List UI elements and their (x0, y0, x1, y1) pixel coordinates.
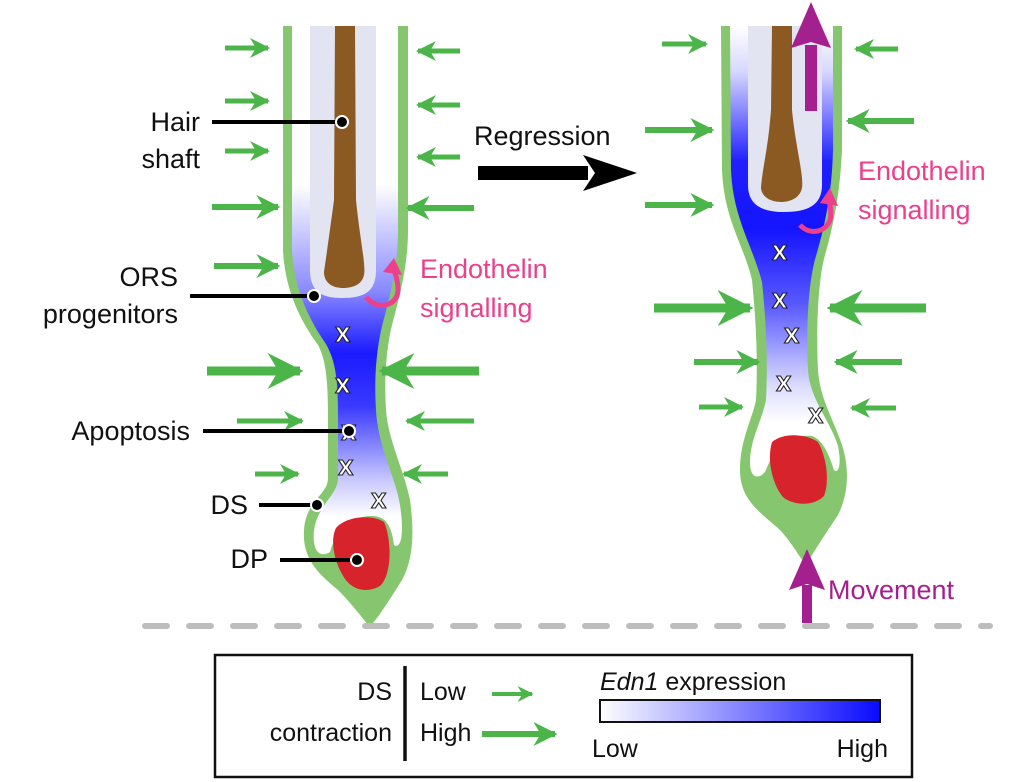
label-hair-shaft: Hair (150, 107, 200, 137)
movement-arrowhead-icon (789, 549, 825, 590)
label-endothelin-signalling-right: Endothelin (858, 156, 986, 186)
apoptosis-marker: X (371, 489, 387, 513)
legend-edn1-colorbar (599, 699, 881, 723)
legend: DS contraction Low High Edn1 expression … (213, 653, 914, 779)
label-apoptosis: Apoptosis (71, 416, 190, 446)
label-movement: Movement (828, 575, 955, 605)
legend-scale-low: Low (592, 735, 639, 763)
label-ors-progenitors: ORS (119, 262, 178, 292)
apoptosis-marker: X (338, 456, 354, 480)
label-ds: DS (210, 490, 248, 520)
legend-high-contraction: High (420, 719, 471, 747)
callout-dot-hair-shaft (335, 115, 349, 129)
follicle-movement-arrow (789, 549, 825, 623)
hair-shaft-left (324, 26, 365, 288)
label-dp: DP (230, 544, 268, 574)
label-endothelin-signalling: Endothelin (420, 254, 548, 284)
apoptosis-marker: X (776, 372, 792, 396)
legend-ds-contraction-label: contraction (270, 719, 392, 747)
callout-dot-ds (310, 498, 324, 512)
legend-edn1-title: Edn1 expression (600, 668, 786, 696)
follicle-regressed: X X X X X (721, 26, 847, 565)
hair-shaft-right (761, 26, 803, 202)
legend-gene-name: Edn1 (600, 668, 658, 696)
ds-contraction-arrows-right (645, 34, 926, 418)
movement-arrowhead-icon (791, 2, 831, 48)
follicle-anagen-catagen: X X X X X (283, 26, 413, 627)
apoptosis-marker: X (808, 404, 824, 428)
label-regression: Regression (474, 121, 611, 151)
callout-dot-ors (307, 289, 321, 303)
callouts-left (190, 115, 364, 567)
label-endothelin-signalling: signalling (420, 293, 533, 323)
ds-contraction-arrows-left (207, 38, 479, 484)
apoptosis-marker: X (772, 289, 788, 313)
dermal-papilla-right (769, 435, 827, 504)
endothelin-signalling-arrow-left (364, 258, 402, 308)
regression-arrow (478, 155, 637, 191)
label-endothelin-signalling-right: signalling (858, 195, 971, 225)
endothelin-signalling-arrow-right (798, 188, 838, 234)
dermal-papilla-left (333, 517, 390, 590)
regression-arrowhead-icon (583, 155, 637, 191)
legend-ds-contraction-label: DS (357, 678, 392, 706)
callout-dot-dp (350, 553, 364, 567)
label-hair-shaft: shaft (141, 144, 200, 174)
legend-low-contraction: Low (420, 678, 467, 706)
endothelin-arrowhead-icon (383, 258, 402, 275)
apoptosis-marker: X (335, 323, 351, 347)
callout-dot-apoptosis (342, 424, 356, 438)
hair-movement-arrow-top (791, 2, 831, 111)
apoptosis-marker: X (772, 241, 788, 265)
apoptosis-marker: X (335, 374, 351, 398)
endothelin-arrowhead-icon (820, 188, 838, 206)
legend-expression-word: expression (658, 668, 786, 696)
label-ors-progenitors: progenitors (43, 299, 178, 329)
apoptosis-marker: X (784, 324, 800, 348)
legend-scale-high: High (837, 735, 888, 763)
